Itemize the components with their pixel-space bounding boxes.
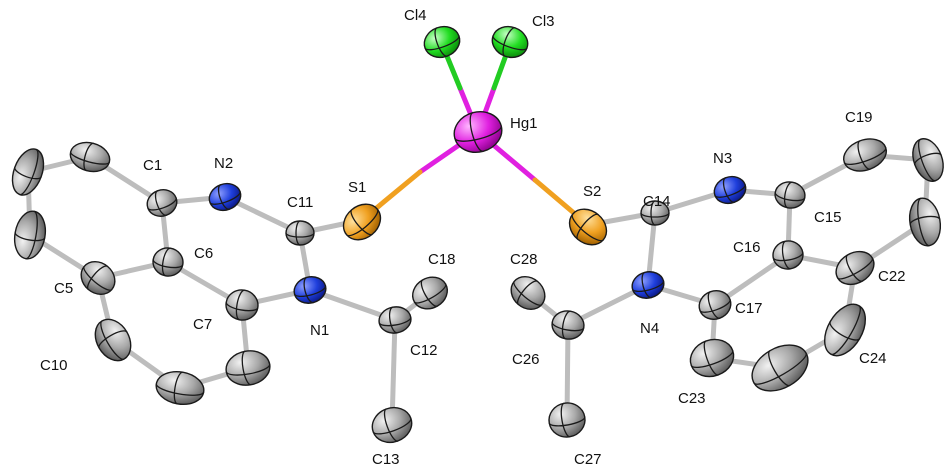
atom-c15 [774, 181, 806, 209]
label-c27: C27 [574, 451, 602, 468]
atom-c8 [225, 350, 271, 386]
atom-c25 [751, 344, 809, 392]
label-n4: N4 [640, 320, 659, 337]
label-c19: C19 [845, 109, 873, 126]
label-c7: C7 [193, 316, 212, 333]
label-c22: C22 [878, 268, 906, 285]
label-c17: C17 [735, 300, 763, 317]
label-hg1: Hg1 [510, 115, 538, 132]
label-s2: S2 [583, 183, 601, 200]
atom-c27 [548, 402, 586, 438]
atom-c24 [823, 303, 867, 357]
label-c18: C18 [428, 251, 456, 268]
atom-c5 [80, 260, 116, 296]
atom-hg1 [453, 111, 503, 153]
atom-c7 [225, 289, 259, 321]
atom-c13 [371, 406, 413, 444]
atom-c20 [912, 138, 944, 182]
label-c11: C11 [287, 194, 313, 211]
label-cl4: Cl4 [404, 7, 427, 24]
label-c10: C10 [40, 357, 68, 374]
atom-c22 [835, 250, 875, 286]
label-c23: C23 [678, 390, 706, 407]
atom-labels: Cl4 Cl3 Hg1 S1 S2 N2 N1 N3 N4 C1 C5 C6 C… [40, 7, 906, 468]
atom-cl3 [491, 25, 529, 59]
atom-n1 [293, 276, 327, 304]
label-c6: C6 [194, 245, 213, 262]
atom-c28 [510, 275, 546, 311]
atom-c4 [13, 210, 47, 260]
atom-c23 [689, 338, 735, 378]
label-c1: C1 [143, 157, 162, 174]
atom-c9 [155, 371, 205, 405]
atom-c12 [378, 306, 412, 334]
atom-c2 [69, 141, 111, 173]
atom-c16 [772, 240, 804, 270]
atom-c6 [152, 247, 184, 277]
atom-c19 [842, 138, 888, 172]
atom-c3 [11, 148, 45, 196]
label-n1: N1 [310, 322, 329, 339]
label-c13: C13 [372, 451, 400, 468]
label-c15: C15 [814, 209, 842, 226]
atom-cl4 [423, 25, 461, 59]
label-c28: C28 [510, 251, 538, 268]
label-c12: C12 [410, 342, 438, 359]
label-cl3: Cl3 [532, 13, 555, 30]
atom-c1 [146, 189, 178, 217]
atoms [11, 25, 944, 444]
label-s1: S1 [348, 179, 366, 196]
atom-n3 [713, 175, 747, 205]
atom-c17 [698, 290, 732, 320]
atom-c26 [551, 310, 585, 340]
label-c16: C16 [733, 239, 761, 256]
atom-c10 [94, 318, 132, 362]
atom-n4 [631, 271, 665, 299]
atom-c21 [908, 197, 942, 247]
atom-n2 [208, 182, 242, 212]
label-c24: C24 [859, 350, 887, 367]
label-n3: N3 [713, 150, 732, 167]
label-n2: N2 [214, 155, 233, 172]
label-c14: C14 [643, 193, 671, 210]
label-c5: C5 [54, 280, 73, 297]
atom-c11 [285, 220, 315, 246]
atom-c18 [412, 276, 448, 310]
label-c26: C26 [512, 351, 540, 368]
atom-s2 [568, 208, 608, 246]
atom-s1 [342, 203, 382, 241]
atom-c14 [640, 200, 670, 226]
